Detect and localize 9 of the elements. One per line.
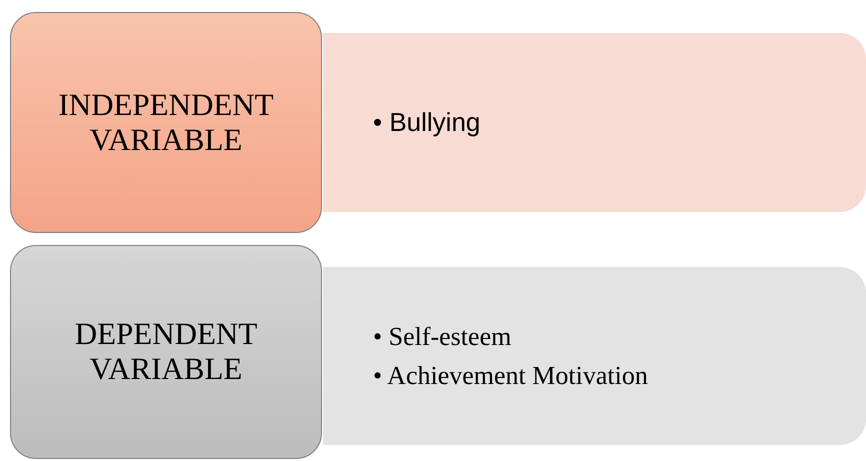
- variable-heading: DEPENDENT VARIABLE: [74, 317, 258, 387]
- bullet-item: • Bullying: [373, 106, 480, 139]
- content-panel: [323, 267, 866, 445]
- bullet-item: • Self-esteem: [373, 321, 512, 353]
- bullet-item: • Achievement Motivation: [373, 360, 648, 392]
- variable-heading: INDEPENDENT VARIABLE: [57, 88, 275, 158]
- content-panel: [323, 33, 866, 212]
- variable-box: [10, 12, 322, 233]
- variable-box: [10, 245, 322, 459]
